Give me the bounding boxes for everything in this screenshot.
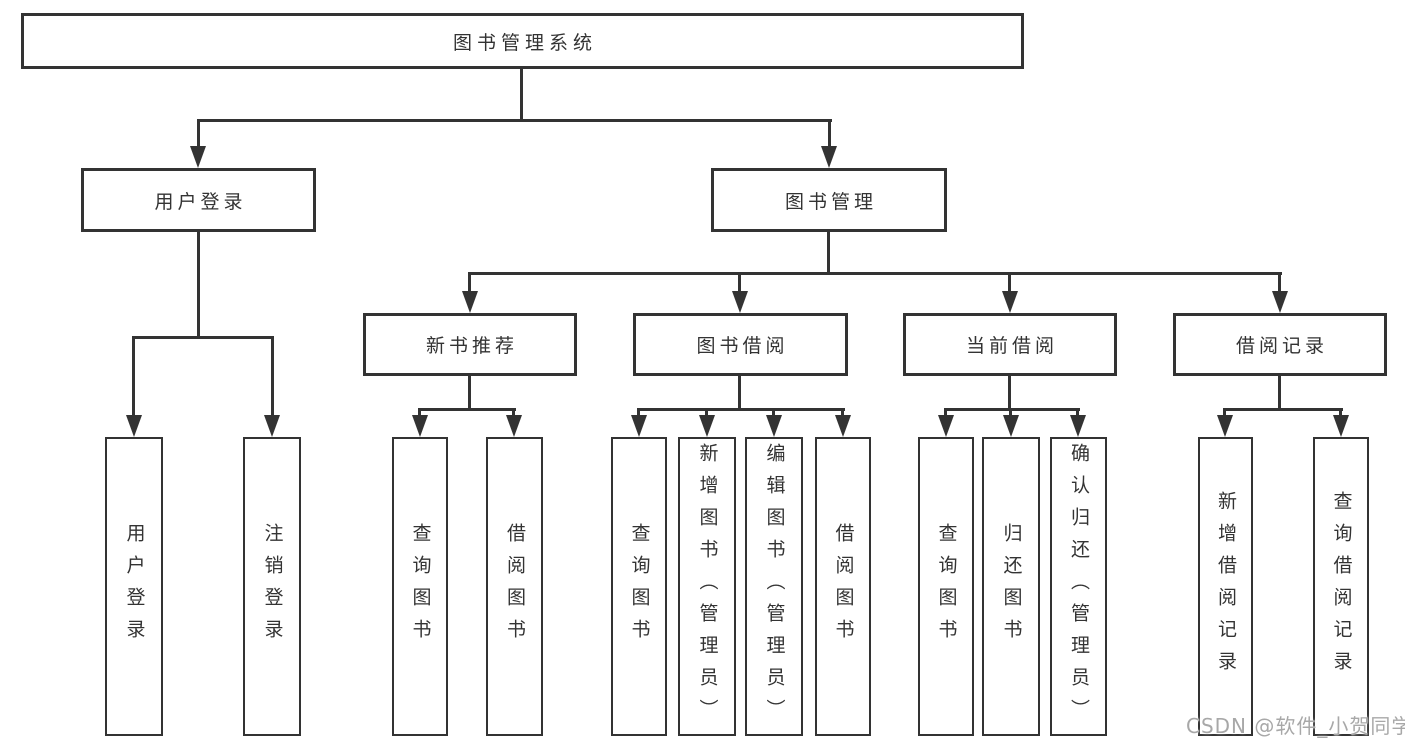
leaf-query-book-borrow: 查询图书 (611, 437, 667, 736)
arrow-down-icon (264, 415, 280, 437)
connector-line (132, 336, 274, 339)
node-book-management: 图书管理 (711, 168, 947, 232)
arrow-down-icon (631, 415, 647, 437)
leaf-confirm-return-admin: 确认归还（管理员） (1050, 437, 1107, 736)
leaf-borrow-book-recommend: 借阅图书 (486, 437, 543, 736)
arrow-down-icon (732, 291, 748, 313)
connector-line (418, 408, 421, 417)
connector-line (738, 376, 741, 408)
arrow-down-icon (462, 291, 478, 313)
connector-line (271, 336, 274, 417)
leaf-logout: 注销登录 (243, 437, 301, 736)
node-current-borrow: 当前借阅 (903, 313, 1117, 376)
arrow-down-icon (1272, 291, 1288, 313)
arrow-down-icon (835, 415, 851, 437)
connector-line (132, 336, 135, 417)
connector-line (944, 408, 1080, 411)
node-root-system: 图书管理系统 (21, 13, 1024, 69)
connector-line (1223, 408, 1343, 411)
connector-line (1223, 408, 1226, 417)
leaf-borrow-book: 借阅图书 (815, 437, 871, 736)
connector-line (197, 232, 200, 336)
connector-line (705, 408, 708, 417)
connector-line (1278, 376, 1281, 408)
connector-line (828, 119, 831, 148)
leaf-add-book-admin: 新增图书（管理员） (678, 437, 736, 736)
arrow-down-icon (766, 415, 782, 437)
arrow-down-icon (506, 415, 522, 437)
connector-line (1076, 408, 1079, 417)
connector-line (827, 232, 830, 272)
leaf-query-book-recommend: 查询图书 (392, 437, 448, 736)
arrow-down-icon (412, 415, 428, 437)
leaf-query-book-current: 查询图书 (918, 437, 974, 736)
arrow-down-icon (1333, 415, 1349, 437)
node-book-borrow: 图书借阅 (633, 313, 848, 376)
connector-line (1008, 272, 1011, 293)
arrow-down-icon (126, 415, 142, 437)
connector-line (1008, 376, 1011, 408)
connector-line (1278, 272, 1281, 293)
node-borrow-record: 借阅记录 (1173, 313, 1387, 376)
connector-line (944, 408, 947, 417)
connector-line (468, 376, 471, 408)
connector-line (772, 408, 775, 417)
connector-line (197, 119, 200, 148)
connector-line (512, 408, 515, 417)
arrow-down-icon (1003, 415, 1019, 437)
connector-line (418, 408, 516, 411)
watermark: CSDN @软件_小贺同学 (1186, 714, 1405, 738)
connector-line (468, 272, 471, 293)
connector-line (520, 69, 523, 119)
arrow-down-icon (1002, 291, 1018, 313)
leaf-edit-book-admin: 编辑图书（管理员） (745, 437, 803, 736)
arrow-down-icon (1070, 415, 1086, 437)
connector-line (197, 119, 832, 122)
leaf-return-book: 归还图书 (982, 437, 1040, 736)
connector-line (1009, 408, 1012, 417)
leaf-add-borrow-record: 新增借阅记录 (1198, 437, 1253, 736)
connector-line (637, 408, 845, 411)
connector-line (738, 272, 741, 293)
connector-line (637, 408, 640, 417)
arrow-down-icon (821, 146, 837, 168)
leaf-user-login: 用户登录 (105, 437, 163, 736)
connector-line (1339, 408, 1342, 417)
connector-line (468, 272, 1282, 275)
node-new-book-recommend: 新书推荐 (363, 313, 577, 376)
arrow-down-icon (938, 415, 954, 437)
arrow-down-icon (1217, 415, 1233, 437)
arrow-down-icon (190, 146, 206, 168)
node-user-login: 用户登录 (81, 168, 316, 232)
leaf-query-borrow-record: 查询借阅记录 (1313, 437, 1369, 736)
arrow-down-icon (699, 415, 715, 437)
connector-line (841, 408, 844, 417)
